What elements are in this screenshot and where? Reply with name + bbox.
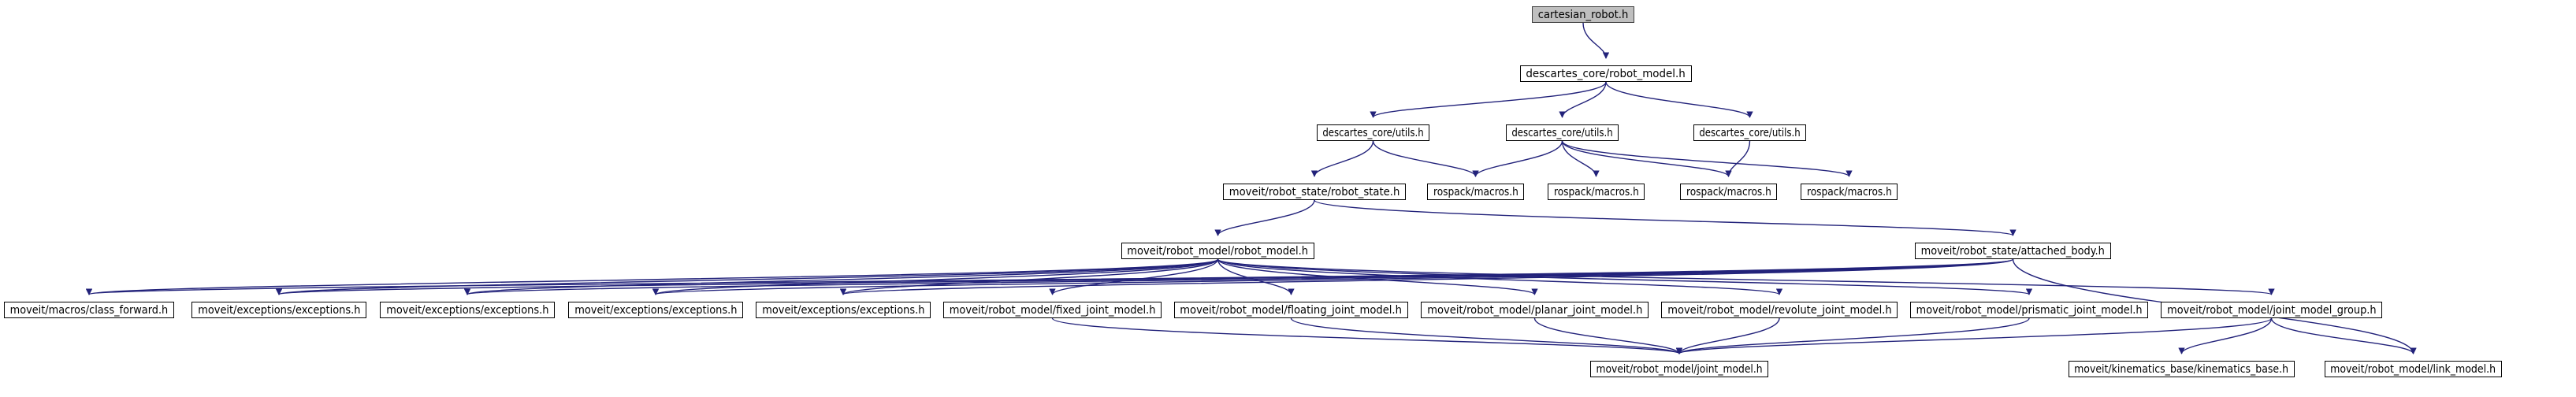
graph-edge <box>1605 81 1753 118</box>
graph-node-label: moveit/robot_model/revolute_joint_model.… <box>1667 303 1892 317</box>
graph-node-label: descartes_core/utils.h <box>1511 126 1613 139</box>
graph-edge <box>652 258 1219 295</box>
graph-edge <box>1533 317 1683 354</box>
graph-node-label: moveit/robot_model/joint_model_group.h <box>2166 303 2377 317</box>
graph-edge <box>1559 81 1607 118</box>
graph-node[interactable]: rospack/macros.h <box>1801 184 1898 200</box>
graph-edge <box>1472 140 1563 177</box>
graph-node-label: descartes_core/utils.h <box>1699 126 1801 139</box>
graph-edge <box>1370 81 1607 118</box>
graph-edge <box>1372 140 1479 177</box>
graph-node-label: moveit/robot_model/planar_joint_model.h <box>1426 303 1643 317</box>
graph-edge <box>1725 140 1751 177</box>
graph-node-label: moveit/robot_state/robot_state.h <box>1229 185 1400 198</box>
graph-node-label: moveit/robot_model/floating_joint_model.… <box>1180 303 1403 317</box>
graph-node-label: moveit/exceptions/exceptions.h <box>385 303 549 317</box>
graph-node-label: moveit/exceptions/exceptions.h <box>197 303 361 317</box>
graph-node[interactable]: descartes_core/robot_model.h <box>1520 65 1692 82</box>
graph-edge <box>1561 140 1600 177</box>
graph-node[interactable]: moveit/robot_model/floating_joint_model.… <box>1174 302 1408 318</box>
graph-edge <box>1310 140 1374 177</box>
graph-node-label: moveit/exceptions/exceptions.h <box>574 303 738 317</box>
graph-edge <box>1290 317 1682 354</box>
graph-node-label: moveit/exceptions/exceptions.h <box>761 303 925 317</box>
graph-node[interactable]: rospack/macros.h <box>1427 184 1524 200</box>
graph-node[interactable]: descartes_core/utils.h <box>1693 124 1806 141</box>
graph-edge <box>2270 317 2417 354</box>
graph-node-label: rospack/macros.h <box>1806 185 1892 198</box>
graph-edge <box>1217 258 2032 295</box>
graph-node-label: rospack/macros.h <box>1553 185 1639 198</box>
graph-node[interactable]: moveit/kinematics_base/kinematics_base.h <box>2069 361 2295 377</box>
graph-node[interactable]: rospack/macros.h <box>1680 184 1777 200</box>
graph-node-label: cartesian_robot.h <box>1537 8 1629 21</box>
graph-node[interactable]: moveit/robot_model/link_model.h <box>2325 361 2502 377</box>
graph-node[interactable]: moveit/robot_model/fixed_joint_model.h <box>943 302 1162 318</box>
graph-node-label: descartes_core/robot_model.h <box>1526 67 1686 80</box>
graph-node[interactable]: moveit/robot_model/planar_joint_model.h <box>1421 302 1649 318</box>
graph-edge <box>276 258 2014 295</box>
graph-node[interactable]: descartes_core/utils.h <box>1506 124 1619 141</box>
graph-node[interactable]: moveit/robot_model/joint_model_group.h <box>2161 302 2382 318</box>
graph-edge <box>1676 317 2273 354</box>
graph-edge <box>1217 258 2275 295</box>
graph-edge <box>2178 317 2273 354</box>
graph-node[interactable]: descartes_core/utils.h <box>1317 124 1429 141</box>
graph-edge <box>840 258 1219 295</box>
graph-edge <box>652 258 2014 295</box>
graph-node[interactable]: moveit/macros/class_forward.h <box>4 302 174 318</box>
graph-node-label: descartes_core/utils.h <box>1322 126 1424 139</box>
graph-node-label: moveit/robot_model/fixed_joint_model.h <box>949 303 1156 317</box>
graph-edge <box>840 258 2014 295</box>
graph-node-label: moveit/robot_model/robot_model.h <box>1127 244 1309 258</box>
graph-edge <box>1582 22 1610 59</box>
graph-node[interactable]: rospack/macros.h <box>1548 184 1645 200</box>
graph-node-label: moveit/kinematics_base/kinematics_base.h <box>2074 362 2289 376</box>
graph-node[interactable]: moveit/exceptions/exceptions.h <box>756 302 931 318</box>
graph-node[interactable]: moveit/robot_model/revolute_joint_model.… <box>1661 302 1898 318</box>
graph-edge <box>87 258 2014 295</box>
graph-node[interactable]: cartesian_robot.h <box>1532 6 1634 23</box>
graph-edge <box>1051 317 1682 354</box>
graph-node[interactable]: moveit/robot_model/joint_model.h <box>1590 361 1768 377</box>
graph-node[interactable]: moveit/exceptions/exceptions.h <box>191 302 366 318</box>
graph-edge <box>1676 317 2030 354</box>
graph-node-label: rospack/macros.h <box>1433 185 1518 198</box>
graph-node-label: rospack/macros.h <box>1686 185 1771 198</box>
graph-edge <box>86 258 1219 295</box>
graph-edge <box>464 258 1219 295</box>
graph-edge <box>1675 317 1780 354</box>
graph-node[interactable]: moveit/robot_state/attached_body.h <box>1915 243 2111 259</box>
graph-node-label: moveit/robot_model/prismatic_joint_model… <box>1916 303 2143 317</box>
graph-edge <box>1561 140 1853 177</box>
graph-edge <box>1561 140 1732 177</box>
graph-edge <box>1217 258 1782 295</box>
graph-node[interactable]: moveit/robot_model/robot_model.h <box>1121 243 1314 259</box>
graph-node-label: moveit/robot_model/link_model.h <box>2330 362 2496 376</box>
graph-node-label: moveit/robot_model/joint_model.h <box>1596 362 1763 376</box>
graph-node-label: moveit/macros/class_forward.h <box>9 303 169 317</box>
graph-node[interactable]: moveit/exceptions/exceptions.h <box>380 302 555 318</box>
graph-node-label: moveit/robot_state/attached_body.h <box>1920 244 2106 258</box>
graph-edge <box>1214 199 1315 236</box>
graph-node[interactable]: moveit/robot_model/prismatic_joint_model… <box>1910 302 2148 318</box>
graph-edge <box>276 258 1219 295</box>
graph-node[interactable]: moveit/robot_state/robot_state.h <box>1223 184 1406 200</box>
graph-node[interactable]: moveit/exceptions/exceptions.h <box>568 302 743 318</box>
graph-edge <box>1314 199 2017 236</box>
graph-edge <box>1217 258 1538 295</box>
graph-edges <box>86 22 2417 354</box>
